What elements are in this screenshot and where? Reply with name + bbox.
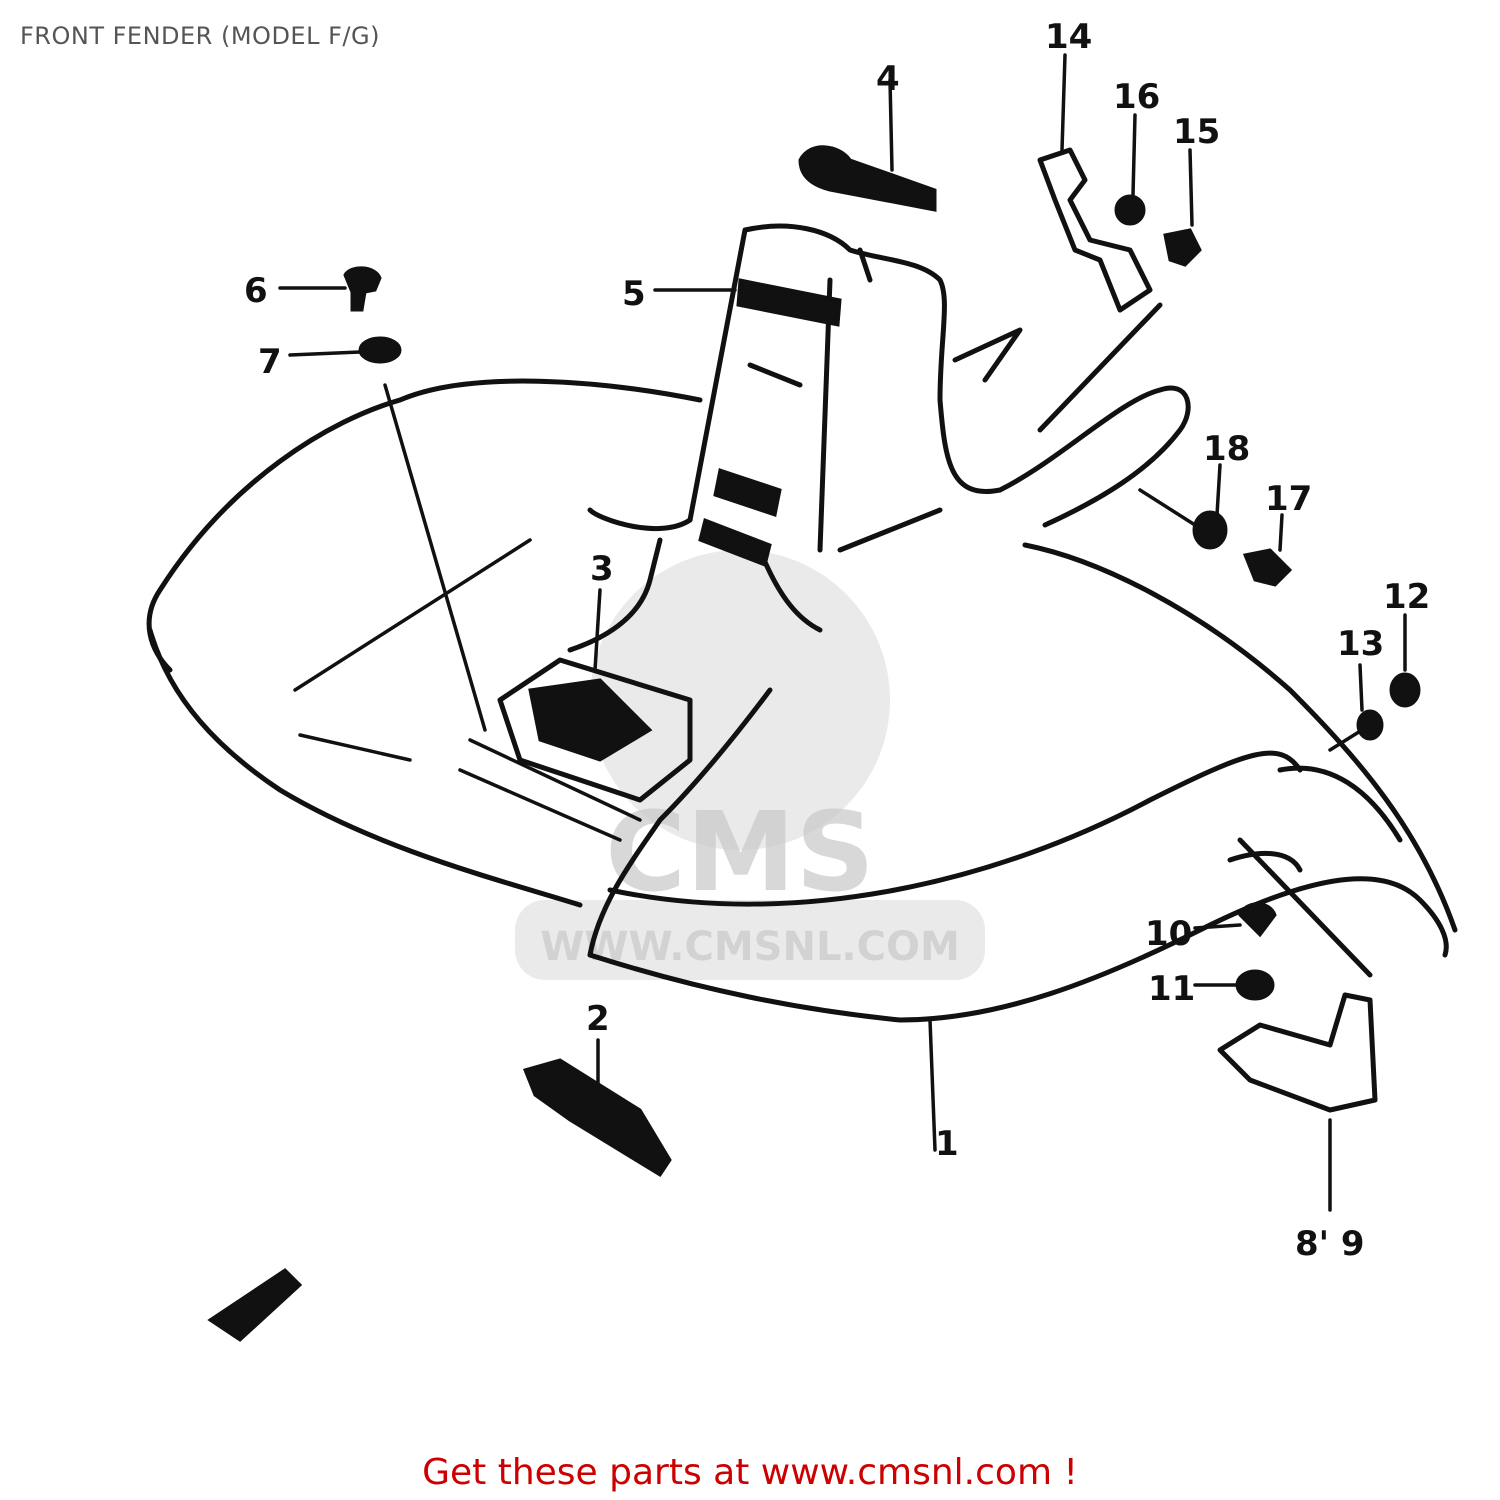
watermark-logo: CMS WWW.CMSNL.COM <box>515 550 985 980</box>
callout-18: 18 <box>1203 429 1250 469</box>
callout-16: 16 <box>1113 77 1160 117</box>
callout-14: 14 <box>1045 17 1092 57</box>
inner-guard-box <box>497 657 693 803</box>
callout-7: 7 <box>258 342 282 382</box>
part-8-9-bracket <box>1217 992 1378 1113</box>
leader-lines <box>278 53 1407 1212</box>
part-7-washer <box>358 336 402 364</box>
fender-body <box>146 378 1458 1152</box>
callout-11: 11 <box>1148 969 1195 1009</box>
part-10-bolt <box>1238 902 1277 938</box>
callout-8-9: 8' 9 <box>1295 1224 1365 1264</box>
callout-labels: 1 2 3 4 5 6 7 8' 9 10 11 12 13 14 15 16 … <box>244 17 1430 1264</box>
callout-10: 10 <box>1145 914 1192 954</box>
callout-17: 17 <box>1265 479 1312 519</box>
part-14-bracket <box>1037 147 1153 313</box>
part-2-reflector <box>522 1058 672 1178</box>
fender-stay-tower <box>567 223 1191 653</box>
watermark-url: WWW.CMSNL.COM <box>540 924 960 970</box>
callout-15: 15 <box>1173 112 1220 152</box>
footer-promo-link[interactable]: Get these parts at www.cmsnl.com ! <box>422 1452 1078 1493</box>
part-6-bolt <box>343 266 382 312</box>
part-17-bolt <box>1242 548 1293 587</box>
callout-13: 13 <box>1337 624 1384 664</box>
part-15-bolt <box>1163 228 1202 267</box>
callout-5: 5 <box>622 274 646 314</box>
diagram-title: FRONT FENDER (MODEL F/G) <box>20 22 380 50</box>
part-11-washer <box>1235 969 1275 1001</box>
part-12-nut <box>1389 672 1421 708</box>
part-18-nut <box>1192 510 1228 550</box>
part-4-emblem <box>798 145 937 212</box>
callout-3: 3 <box>590 549 614 589</box>
callout-4: 4 <box>876 59 900 99</box>
loose-clip <box>207 1268 303 1342</box>
callout-12: 12 <box>1383 577 1430 617</box>
callout-6: 6 <box>244 271 268 311</box>
part-16-nut <box>1114 194 1146 226</box>
callout-1: 1 <box>935 1124 959 1164</box>
callout-2: 2 <box>586 999 610 1039</box>
